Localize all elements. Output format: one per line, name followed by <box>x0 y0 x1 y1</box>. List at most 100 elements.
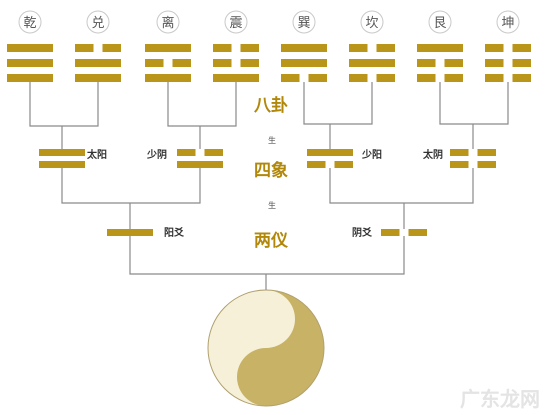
four-image-yao-broken-left <box>177 149 196 156</box>
trigram-yao-solid <box>349 59 395 67</box>
trigram-5: 巽 <box>281 10 327 82</box>
trigram-name-circle <box>360 10 384 34</box>
trigram-name-circle <box>156 10 180 34</box>
trigram-yao-solid <box>7 59 53 67</box>
trigram-yao-solid <box>75 74 121 82</box>
trigram-yao-broken-right <box>444 59 463 67</box>
trigram-yao-solid <box>417 44 463 52</box>
trigram-2: 兑 <box>75 10 121 82</box>
level-title-liangyi: 两仪 <box>254 231 289 251</box>
connector-yin-branch <box>329 168 474 204</box>
four-image-yao-solid <box>39 161 85 168</box>
four-image-yao-broken-left <box>307 161 326 168</box>
level-titles: 八卦 生 四象 生 两仪 <box>254 96 289 251</box>
trigram-name-circle <box>86 10 110 34</box>
trigram-yao-solid <box>145 44 191 52</box>
trigram-yao-broken-right <box>172 59 191 67</box>
trigram-name: 离 <box>161 15 174 31</box>
trigram-yao-solid <box>281 44 327 52</box>
trigram-yao-broken-right <box>512 44 531 52</box>
trigram-6: 坎 <box>349 10 395 82</box>
trigram-name-circle <box>428 10 452 34</box>
level-title-sixiang: 四象 <box>254 160 288 181</box>
connector-yang-branch <box>61 168 201 204</box>
trigram-yao-broken-left <box>281 74 300 82</box>
two-modes-row: 阳爻 阴爻 <box>107 226 427 239</box>
four-image-4: 太阴 <box>422 148 496 168</box>
trigram-yao-broken-right <box>308 74 327 82</box>
trigram-yao-solid <box>7 74 53 82</box>
trigram-name: 巽 <box>297 16 310 31</box>
trigram-3: 离 <box>145 10 191 82</box>
connector-qian-dui <box>29 82 99 127</box>
trigram-8: 坤 <box>485 10 531 82</box>
trigram-name: 坎 <box>365 16 378 31</box>
sheng-lower-label: 生 <box>268 200 276 210</box>
trigram-yao-broken-right <box>512 74 531 82</box>
taiji-light-eye <box>257 310 275 328</box>
four-image-yao-solid <box>307 149 353 156</box>
trigram-yao-broken-right <box>102 44 121 52</box>
four-image-yao-broken-right <box>204 149 223 156</box>
two-mode-label: 阳爻 <box>164 226 185 239</box>
trigram-yao-broken-left <box>75 44 94 52</box>
trigram-yao-solid <box>145 74 191 82</box>
trigram-name-circle <box>224 10 248 34</box>
taiji-outline <box>207 289 325 407</box>
level-title-bagua: 八卦 <box>254 96 288 116</box>
four-image-label: 少阳 <box>361 148 382 161</box>
four-image-yao-solid <box>177 161 223 168</box>
trigram-yao-broken-left <box>349 74 368 82</box>
four-image-2: 少阴 <box>146 148 223 168</box>
trigram-yao-broken-left <box>417 59 436 67</box>
watermark-text: 广东龙网 <box>460 387 540 411</box>
trigram-row: 乾兑离震巽坎艮坤 <box>7 10 531 82</box>
trigram-yao-broken-right <box>376 74 395 82</box>
sheng-upper-label: 生 <box>268 135 276 145</box>
trigram-yao-broken-right <box>240 59 259 67</box>
four-image-yao-broken-right <box>477 161 496 168</box>
trigram-yao-broken-left <box>145 59 164 67</box>
trigram-name-circle <box>18 10 42 34</box>
trigram-yao-broken-left <box>349 44 368 52</box>
two-mode-label: 阴爻 <box>352 226 373 239</box>
trigram-yao-solid <box>75 59 121 67</box>
connector-gen-kun <box>439 82 509 125</box>
four-image-yao-broken-right <box>334 161 353 168</box>
connector-liangyi-bar <box>129 236 405 275</box>
trigram-7: 艮 <box>417 10 463 82</box>
trigram-yao-solid <box>7 44 53 52</box>
trigram-name: 乾 <box>23 16 36 31</box>
trigram-yao-broken-left <box>213 59 232 67</box>
two-mode-1: 阳爻 <box>107 226 185 239</box>
trigram-yao-broken-left <box>213 44 232 52</box>
trigram-yao-broken-left <box>485 59 504 67</box>
four-image-label: 少阴 <box>146 148 167 161</box>
four-image-1: 太阳 <box>39 148 107 168</box>
trigram-yao-broken-right <box>240 44 259 52</box>
trigram-yao-broken-right <box>376 44 395 52</box>
four-image-3: 少阳 <box>307 148 382 168</box>
taiji-dark-eye <box>257 368 275 386</box>
trigram-yao-broken-left <box>417 74 436 82</box>
trigram-name: 艮 <box>433 16 446 31</box>
connector-li-zhen <box>167 82 237 127</box>
trigram-1: 乾 <box>7 10 53 82</box>
four-image-yao-broken-left <box>450 149 469 156</box>
trigram-name-circle <box>292 10 316 34</box>
two-mode-yao-broken-right <box>408 229 427 236</box>
four-image-yao-solid <box>39 149 85 156</box>
trigram-yao-broken-right <box>512 59 531 67</box>
trigram-name: 震 <box>229 16 242 31</box>
trigram-name: 坤 <box>501 16 514 31</box>
four-image-label: 太阴 <box>422 148 443 161</box>
trigram-name-circle <box>496 10 520 34</box>
four-image-label: 太阳 <box>86 148 107 161</box>
trigram-yao-solid <box>213 74 259 82</box>
four-image-yao-broken-left <box>450 161 469 168</box>
connector-lines <box>29 82 509 290</box>
trigram-4: 震 <box>213 10 259 82</box>
connector-xun-kan <box>303 82 373 125</box>
trigram-yao-broken-left <box>485 44 504 52</box>
